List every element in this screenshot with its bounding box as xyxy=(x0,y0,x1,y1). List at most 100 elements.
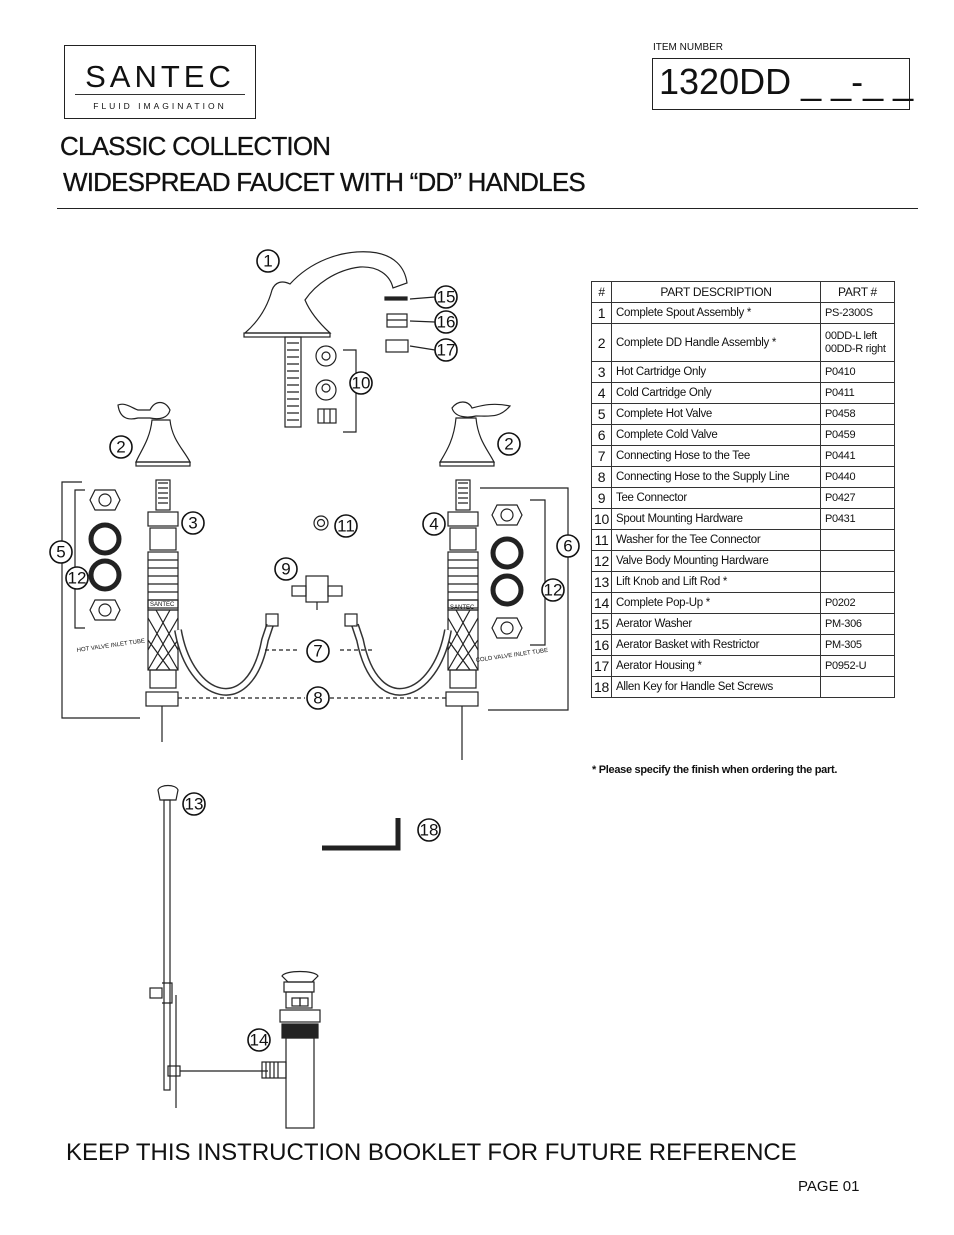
part-number-cell xyxy=(820,550,895,572)
item-number-box: 1320DD _ _-_ _ xyxy=(652,58,913,110)
lift-rod xyxy=(149,784,179,1108)
right-mounting-hardware xyxy=(480,487,569,711)
callout-2-right: 2 xyxy=(497,432,521,456)
part-number-cell: 00DD-L left 00DD-R right xyxy=(820,323,895,362)
part-description-cell: Complete Cold Valve xyxy=(611,424,821,446)
part-number-cell: P0427 xyxy=(820,487,895,509)
callout-11: 11 xyxy=(334,514,358,538)
part-number-cell: P0431 xyxy=(820,508,895,530)
part-num-cell: 6 xyxy=(591,424,612,446)
callout-16: 16 xyxy=(434,310,458,334)
pop-up-drain xyxy=(167,970,321,1129)
part-number-cell: P0441 xyxy=(820,445,895,467)
part-num-cell: 5 xyxy=(591,403,612,425)
part-num-cell: 13 xyxy=(591,571,612,593)
valve-logo-right: SANTEC xyxy=(450,605,475,611)
part-description-cell: Aerator Housing * xyxy=(611,655,821,677)
svg-text:14: 14 xyxy=(250,1031,269,1050)
svg-text:15: 15 xyxy=(437,288,456,307)
part-number-cell: PM-306 xyxy=(820,613,895,635)
part-description-cell: Complete Hot Valve xyxy=(611,403,821,425)
part-number-cell: P0411 xyxy=(820,382,895,404)
part-description-cell: Tee Connector xyxy=(611,487,821,509)
part-description-cell: Aerator Basket with Restrictor xyxy=(611,634,821,656)
svg-text:2: 2 xyxy=(116,438,125,457)
callout-15: 15 xyxy=(434,285,458,309)
right-handle xyxy=(438,401,512,467)
hot-tube-label: HOT VALVE INLET TUBE xyxy=(76,638,145,654)
part-description-cell: Complete Spout Assembly * xyxy=(611,302,821,324)
header-num: # xyxy=(591,281,612,303)
callout-12-left: 12 xyxy=(65,566,89,590)
page-number: PAGE 01 xyxy=(798,1178,860,1195)
part-description-cell: Allen Key for Handle Set Screws xyxy=(611,676,821,698)
table-header-row: # PART DESCRIPTION PART # xyxy=(591,281,895,303)
part-number-cell: P0410 xyxy=(820,361,895,383)
part-number-cell xyxy=(820,676,895,698)
header-divider xyxy=(57,208,918,209)
valve-logo-left: SANTEC xyxy=(150,602,175,608)
svg-text:6: 6 xyxy=(563,537,572,556)
part-description-cell: Connecting Hose to the Supply Line xyxy=(611,466,821,488)
left-mounting-hardware xyxy=(61,481,140,719)
callout-12-right: 12 xyxy=(541,578,565,602)
aerator-housing xyxy=(385,339,409,353)
part-num-cell: 2 xyxy=(591,323,612,362)
hose-right xyxy=(351,623,452,696)
svg-text:9: 9 xyxy=(281,560,290,579)
svg-text:4: 4 xyxy=(429,515,438,534)
svg-text:2: 2 xyxy=(504,435,513,454)
part-description-cell: Complete DD Handle Assembly * xyxy=(611,323,821,362)
callout-10: 10 xyxy=(349,371,373,395)
part-number-cell xyxy=(820,571,895,593)
callout-9: 9 xyxy=(274,557,298,581)
part-number-cell: P0440 xyxy=(820,466,895,488)
part-num-cell: 16 xyxy=(591,634,612,656)
svg-text:16: 16 xyxy=(437,313,456,332)
product-title: WIDESPREAD FAUCET WITH “DD” HANDLES xyxy=(63,167,586,197)
part-num-cell: 1 xyxy=(591,302,612,324)
part-number-cell: P0952-U xyxy=(820,655,895,677)
part-num-cell: 8 xyxy=(591,466,612,488)
svg-text:3: 3 xyxy=(188,514,197,533)
part-description-cell: Cold Cartridge Only xyxy=(611,382,821,404)
hose-left xyxy=(174,623,274,696)
callout-8: 8 xyxy=(306,686,330,710)
brand-logo: SANTEC FLUID IMAGINATION xyxy=(64,45,256,119)
svg-text:17: 17 xyxy=(437,341,456,360)
spout-assembly xyxy=(243,251,408,428)
logo-divider xyxy=(75,94,245,95)
part-description-cell: Washer for the Tee Connector xyxy=(611,529,821,551)
part-description-cell: Valve Body Mounting Hardware xyxy=(611,550,821,572)
svg-text:1: 1 xyxy=(263,252,272,271)
footer-reminder: KEEP THIS INSTRUCTION BOOKLET FOR FUTURE… xyxy=(66,1139,797,1166)
svg-text:8: 8 xyxy=(313,689,322,708)
svg-text:12: 12 xyxy=(544,581,563,600)
tee-washer xyxy=(313,515,329,531)
svg-text:12: 12 xyxy=(68,569,87,588)
part-num-cell: 18 xyxy=(591,676,612,698)
callout-5: 5 xyxy=(49,540,73,564)
part-num-cell: 4 xyxy=(591,382,612,404)
callout-3: 3 xyxy=(181,511,205,535)
callout-2-left: 2 xyxy=(109,435,133,459)
order-note: * Please specify the finish when orderin… xyxy=(592,764,838,776)
callout-17: 17 xyxy=(434,338,458,362)
part-num-cell: 7 xyxy=(591,445,612,467)
callout-7: 7 xyxy=(306,639,330,663)
part-num-cell: 10 xyxy=(591,508,612,530)
part-description-cell: Hot Cartridge Only xyxy=(611,361,821,383)
